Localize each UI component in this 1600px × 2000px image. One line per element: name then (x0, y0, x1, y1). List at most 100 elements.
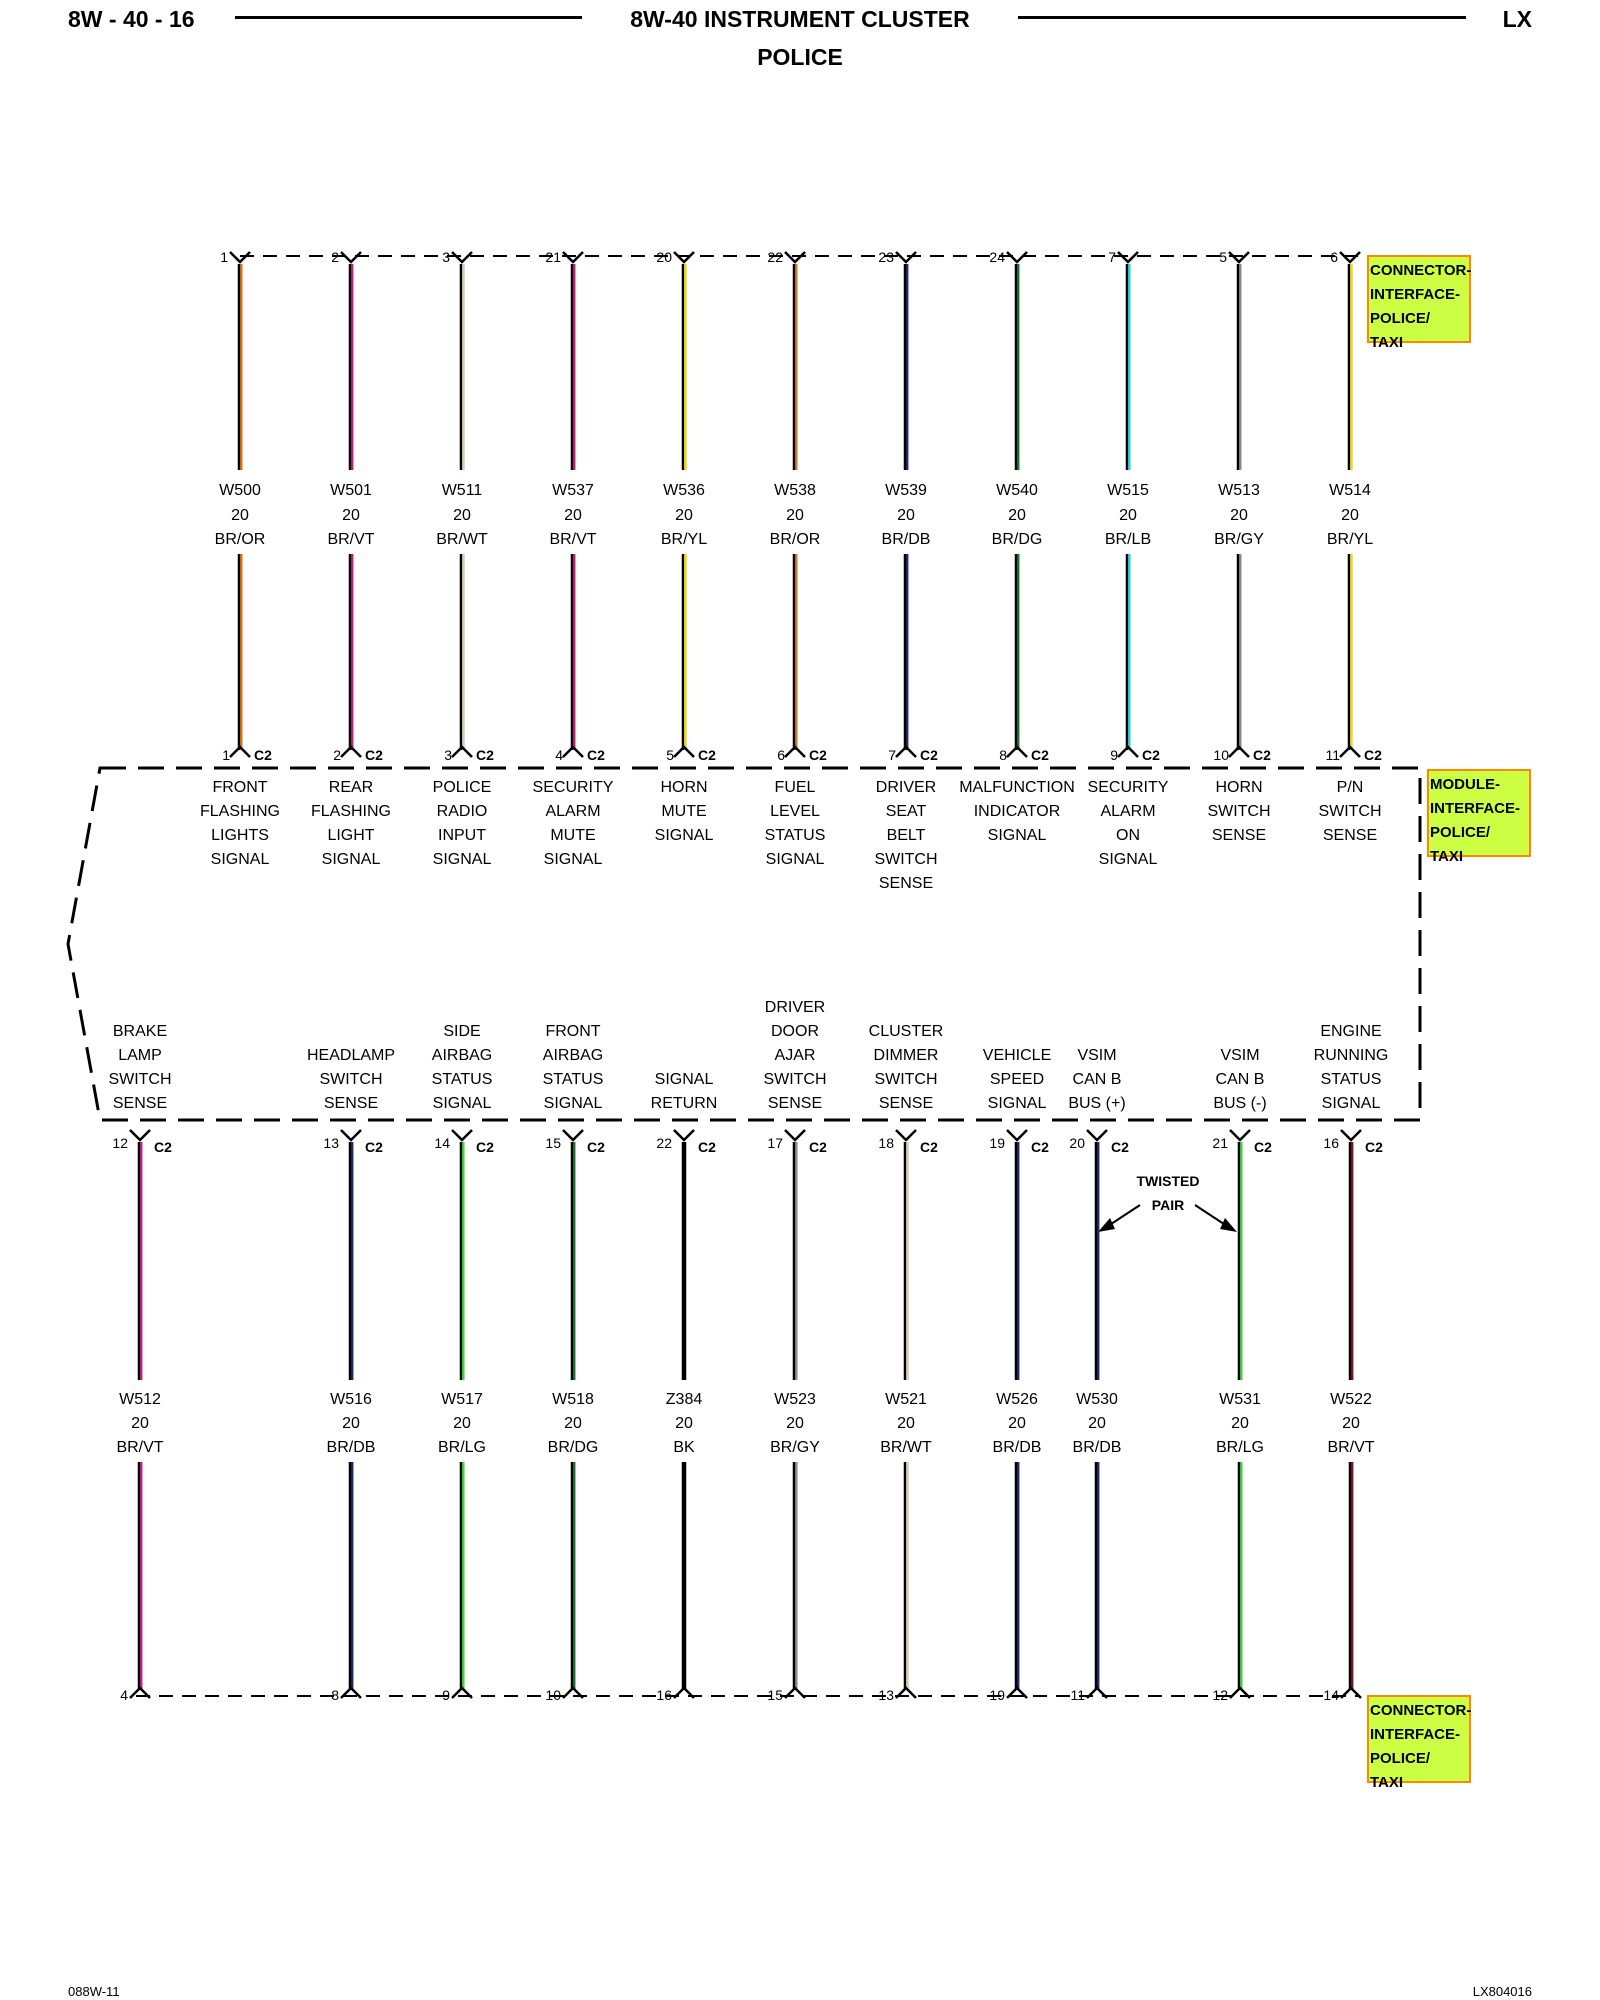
c2-pin-marker (451, 1129, 473, 1142)
module-function-label: SENSE (1212, 827, 1266, 844)
c2-tag: C2 (476, 747, 494, 763)
wire-gauge: 20 (675, 1415, 693, 1432)
wire-gauge: 20 (897, 507, 915, 524)
module-function-label: MALFUNCTION (959, 779, 1075, 796)
circuit-id: W500 (219, 482, 261, 499)
c2-tag: C2 (1031, 747, 1049, 763)
circuit-id: W537 (552, 482, 594, 499)
c2-pin-marker (340, 1129, 362, 1142)
wire-color-code: BK (673, 1439, 695, 1456)
circuit-id: W536 (663, 482, 705, 499)
connector-bottom-pin-number: 8 (331, 1687, 339, 1703)
c2-pin-number: 12 (112, 1135, 128, 1151)
footer-right-code: LX804016 (1472, 1984, 1532, 1999)
c2-pin-number: 13 (323, 1135, 339, 1151)
connector-bottom-pin-number: 11 (1070, 1687, 1085, 1703)
page-title: 8W-40 INSTRUMENT CLUSTER (630, 6, 970, 32)
c2-pin-number: 5 (666, 747, 674, 763)
module-function-label: SWITCH (1318, 803, 1381, 820)
wire-gauge: 20 (342, 507, 360, 524)
header-rule-left (235, 16, 582, 19)
c2-pin-marker (784, 1129, 806, 1142)
module-function-label: SENSE (113, 1095, 167, 1112)
module-function-label: RADIO (437, 803, 488, 820)
circuit-id: W517 (441, 1391, 483, 1408)
wire-color-code: BR/GY (1214, 531, 1264, 548)
wire-segment-upper (459, 264, 465, 470)
module-interface-label-line: POLICE/ (1430, 824, 1491, 841)
c2-pin-number: 8 (999, 747, 1007, 763)
c2-pin-marker (562, 745, 584, 758)
connector-bottom-pin-marker (895, 1686, 917, 1699)
wire-segment-lower (1014, 1462, 1020, 1690)
c2-tag: C2 (154, 1139, 172, 1155)
module-function-label: SIGNAL (988, 1095, 1047, 1112)
c2-pin-marker (1006, 1129, 1028, 1142)
wire-segment-lower (1347, 554, 1353, 750)
wire-color-code: BR/VT (549, 531, 596, 548)
circuit-id: W511 (442, 482, 483, 499)
module-function-label: SWITCH (319, 1071, 382, 1088)
module-function-label: SENSE (879, 875, 933, 892)
footer-left-code: 088W-11 (68, 1984, 120, 1999)
c2-pin-number: 16 (1323, 1135, 1339, 1151)
c2-pin-number: 9 (1110, 747, 1118, 763)
module-interface-label-line: MODULE- (1430, 776, 1500, 793)
circuit-id: W501 (330, 482, 372, 499)
module-function-label: SIGNAL (655, 1071, 714, 1088)
c2-pin-marker (895, 745, 917, 758)
module-function-label: BUS (-) (1213, 1095, 1266, 1112)
module-function-label: SIGNAL (211, 851, 270, 868)
wire-color-code: BR/YL (1327, 531, 1373, 548)
c2-tag: C2 (1031, 1139, 1049, 1155)
module-function-label: SWITCH (874, 851, 937, 868)
connector-interface-label-bottom-line: INTERFACE- (1370, 1726, 1460, 1743)
wire-segment-lower (903, 554, 909, 750)
module-function-label: VSIM (1077, 1047, 1116, 1064)
module-function-label: SECURITY (533, 779, 614, 796)
c2-pin-number: 19 (989, 1135, 1005, 1151)
wire-color-code: BR/DG (548, 1439, 599, 1456)
module-function-label: VSIM (1220, 1047, 1259, 1064)
wire-segment-upper (792, 264, 798, 470)
module-function-label: MUTE (661, 803, 706, 820)
module-function-label: SENSE (879, 1095, 933, 1112)
connector-bottom-pin-number: 14 (1323, 1687, 1339, 1703)
module-function-label: STATUS (765, 827, 826, 844)
c2-tag: C2 (587, 1139, 605, 1155)
module-function-label: ON (1116, 827, 1140, 844)
c2-pin-marker (673, 1129, 695, 1142)
module-function-label: AIRBAG (543, 1047, 603, 1064)
wire-gauge: 20 (1342, 1415, 1360, 1432)
module-function-label: LIGHT (327, 827, 374, 844)
wire-segment-upper (137, 1142, 143, 1380)
wire-gauge: 20 (1341, 507, 1359, 524)
circuit-id: W518 (552, 1391, 594, 1408)
connector-interface-label-bottom-line: CONNECTOR- (1370, 1702, 1471, 1719)
module-function-label: AIRBAG (432, 1047, 492, 1064)
c2-pin-number: 21 (1212, 1135, 1228, 1151)
wire-segment-lower (570, 554, 576, 750)
wire-color-code: BR/DB (882, 531, 931, 548)
connector-interface-label-top-line: POLICE/ (1370, 310, 1431, 327)
module-function-label: MUTE (550, 827, 595, 844)
module-function-label: SIGNAL (988, 827, 1047, 844)
wire-gauge: 20 (564, 507, 582, 524)
module-function-label: SWITCH (108, 1071, 171, 1088)
module-function-label: SWITCH (874, 1071, 937, 1088)
c2-pin-number: 1 (222, 747, 230, 763)
c2-pin-number: 17 (767, 1135, 783, 1151)
c2-pin-number: 4 (555, 747, 563, 763)
connector-bottom-pin-number: 9 (442, 1687, 450, 1703)
circuit-id: W515 (1107, 482, 1149, 499)
wire-gauge: 20 (564, 1415, 582, 1432)
module-function-label: RUNNING (1314, 1047, 1389, 1064)
wire-gauge: 20 (1008, 1415, 1026, 1432)
wire-segment-upper (1014, 264, 1020, 470)
c2-pin-marker (1006, 745, 1028, 758)
connector-bottom-pin-marker (1340, 1686, 1362, 1699)
module-function-label: DRIVER (765, 999, 825, 1016)
